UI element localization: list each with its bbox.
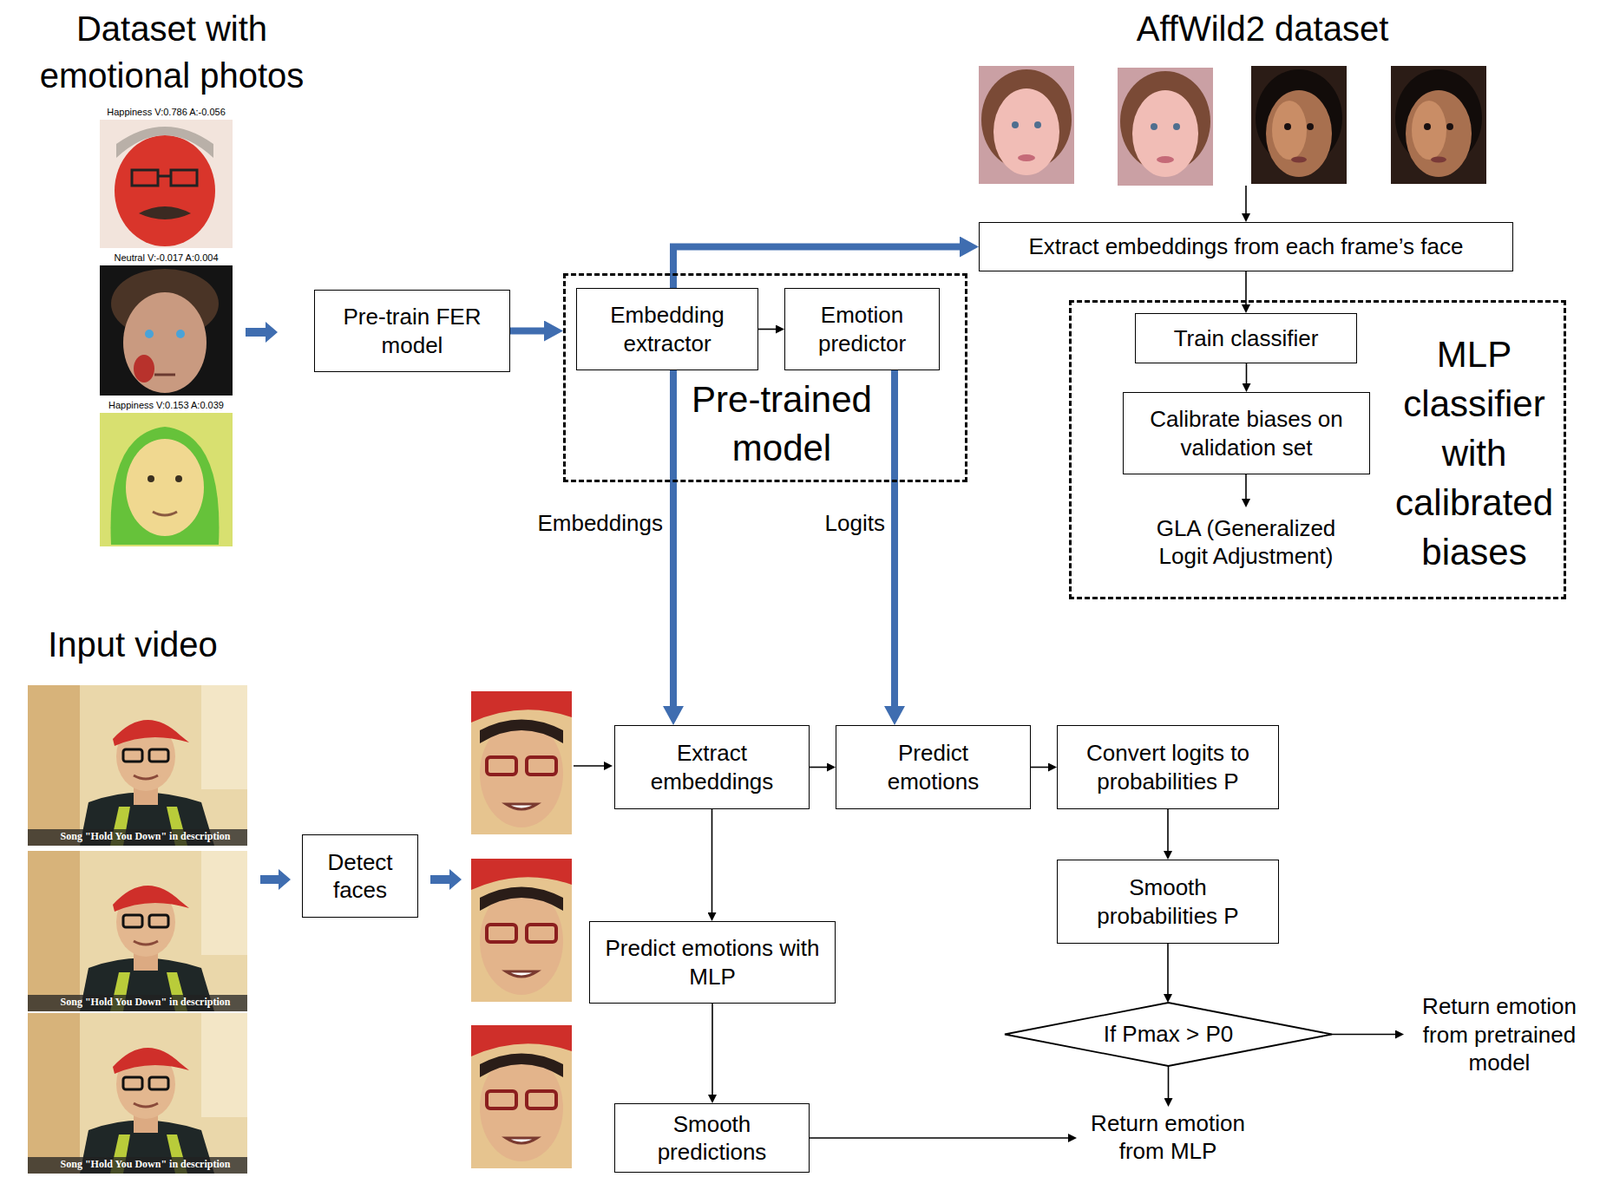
video-frame [978,65,1075,184]
face-crop [471,1025,572,1169]
edge-label: Logits [806,510,886,538]
block-arrow [260,869,291,891]
flow-arrow [1167,944,1169,997]
node-label: Convert logits to probabilities P [1071,739,1265,796]
flow-arrow [573,765,606,768]
thick-arrow [510,327,548,335]
process-box: Smooth probabilities P [1056,859,1279,945]
flow-arrow [1331,1034,1397,1037]
face-crop [471,691,572,835]
process-box: Pre-train FER model [314,289,511,373]
section-heading: Input video [8,621,257,669]
video-caption: Song "Hold You Down" in description [43,1158,248,1172]
flow-arrow [758,328,778,331]
video-frame [1117,67,1214,186]
flow-arrow [1167,809,1169,853]
diamond-shape [1004,1003,1332,1067]
edge-label: Embeddings [517,510,663,538]
process-box: Predict emotions with MLP [589,921,836,1004]
process-box: Extract embeddings [614,725,810,810]
section-heading: AffWild2 dataset [1088,5,1437,53]
process-box: Calibrate biases on validation set [1122,392,1371,475]
node-label: Smooth predictions [629,1110,795,1168]
photo [99,413,233,547]
node-label: Pre-train FER model [328,302,496,360]
block-arrow [430,869,462,891]
output-text: Return emotion from MLP [1076,1107,1260,1168]
process-box: Detect faces [301,834,419,919]
process-box: Emotion predictor [784,288,940,371]
photo-caption: Happiness V:0.153 A:0.039 [99,400,233,412]
node-label: Train classifier [1173,324,1319,354]
decision-diamond: If Pmax > P0 [1004,1003,1332,1067]
thick-arrow [669,370,677,710]
node-label: Predict emotions with MLP [603,934,821,991]
node-label: Smooth probabilities P [1071,873,1265,931]
node-label: Predict emotions [850,739,1017,796]
process-box: Predict emotions [835,725,1031,810]
thick-arrow [673,247,964,289]
flow-arrow [809,767,829,769]
node-label: Calibrate biases on validation set [1137,405,1356,462]
video-frame [27,685,248,846]
video-caption: Song "Hold You Down" in description [43,996,248,1010]
node-label: Extract embeddings [629,739,795,796]
node-label: If Pmax > P0 [1103,1020,1234,1050]
flow-arrow [711,1003,714,1097]
section-heading: Dataset with emotional photos [11,5,333,99]
node-label: Return emotion from MLP [1080,1109,1256,1167]
node-label: Emotion predictor [799,301,925,358]
process-box: Extract embeddings from each frame’s fac… [978,222,1514,272]
node-label: Return emotion from pretrained model [1407,992,1592,1078]
process-box: Embedding extractor [576,288,759,371]
flow-arrow [711,809,714,915]
group-title: Pre-trained model [681,375,882,473]
flow-arrow [1245,363,1248,386]
group-title: MLP classifier with calibrated biases [1387,329,1561,578]
output-text: Return emotion from pretrained model [1403,990,1595,1080]
video-frame [1390,65,1487,184]
video-frame [1251,65,1347,184]
node-label: Embedding extractor [590,301,744,358]
video-frame [27,1013,248,1174]
flow-arrow [1245,185,1247,216]
process-box: Smooth predictions [614,1103,810,1174]
photo [99,265,233,396]
group-box: MLP classifier with calibrated biases Tra… [1068,300,1567,600]
photo [99,119,233,249]
flow-arrow [1245,474,1247,501]
video-caption: Song "Hold You Down" in description [43,830,248,844]
process-box: Convert logits to probabilities P [1056,725,1279,810]
photo-caption: Neutral V:-0.017 A:0.004 [99,252,233,264]
output-text: GLA (Generalized Logit Adjustment) [1137,507,1355,578]
group-box: Pre-trained model Embedding extractor Emot… [563,273,968,483]
node-label: GLA (Generalized Logit Adjustment) [1140,514,1351,571]
flow-arrow [809,1137,1070,1140]
flow-arrow [1030,767,1050,769]
photo-caption: Happiness V:0.786 A:-0.056 [99,106,233,119]
node-label: Detect faces [309,848,411,905]
flow-arrow [1167,1066,1170,1101]
video-frame [27,851,248,1012]
process-box: Train classifier [1134,313,1358,364]
thick-arrow [891,370,899,710]
face-crop [471,859,572,1003]
block-arrow [245,321,278,343]
node-label: Extract embeddings from each frame’s fac… [1029,232,1464,262]
